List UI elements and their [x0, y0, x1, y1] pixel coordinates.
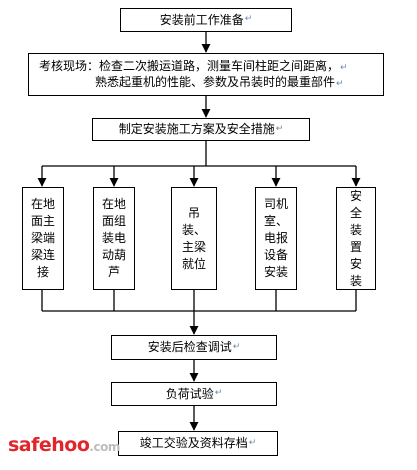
- site-inspection-line2: 熟悉起重机的性能、参数及吊装时的最重部件: [95, 74, 336, 89]
- site-inspection-line1: 考核现场：检查二次搬运道路，测量车间柱距之间距离，: [39, 59, 340, 74]
- watermark-logo: safehoo.com: [8, 434, 126, 458]
- column-beam-connect: 在地面主梁端梁连接: [22, 187, 64, 290]
- column-hoist-assembly: 在地面组装电动葫芦: [93, 187, 135, 290]
- step-acceptance-label: 竣工交验及资料存档: [139, 436, 248, 450]
- column-hoist-assembly-label: 在地面组装电动葫芦: [101, 197, 126, 279]
- step-plan: 制定安装施工方案及安全措施↵: [92, 118, 310, 141]
- watermark-brand: safehoo: [8, 434, 90, 456]
- step-prepare-label: 安装前工作准备: [159, 12, 244, 27]
- step-site-inspection: 考核现场：检查二次搬运道路，测量车间柱距之间距离，↵ 熟悉起重机的性能、参数及吊…: [28, 53, 384, 96]
- step-acceptance: 竣工交验及资料存档↵: [118, 431, 278, 456]
- step-prepare: 安装前工作准备↵: [120, 8, 292, 32]
- step-plan-label: 制定安装施工方案及安全措施: [118, 122, 275, 136]
- column-cab-install: 司机室、电报设备安装: [255, 187, 297, 290]
- column-girder-lift-label: 吊装、主梁就位: [181, 205, 206, 271]
- column-safety-devices-label: 安全装置安装: [349, 188, 362, 288]
- column-safety-devices: 安全装置安装: [336, 187, 376, 290]
- step-inspection-debug: 安装后检查调试↵: [111, 335, 277, 360]
- step-inspection-debug-label: 安装后检查调试: [147, 340, 232, 354]
- column-cab-install-label: 司机室、电报设备安装: [263, 197, 288, 279]
- column-girder-lift: 吊装、主梁就位: [171, 187, 217, 290]
- step-load-test-label: 负荷试验: [165, 386, 214, 401]
- watermark-suffix: .com: [89, 440, 120, 454]
- column-beam-connect-label: 在地面主梁端梁连接: [30, 197, 55, 279]
- step-load-test: 负荷试验↵: [111, 382, 277, 406]
